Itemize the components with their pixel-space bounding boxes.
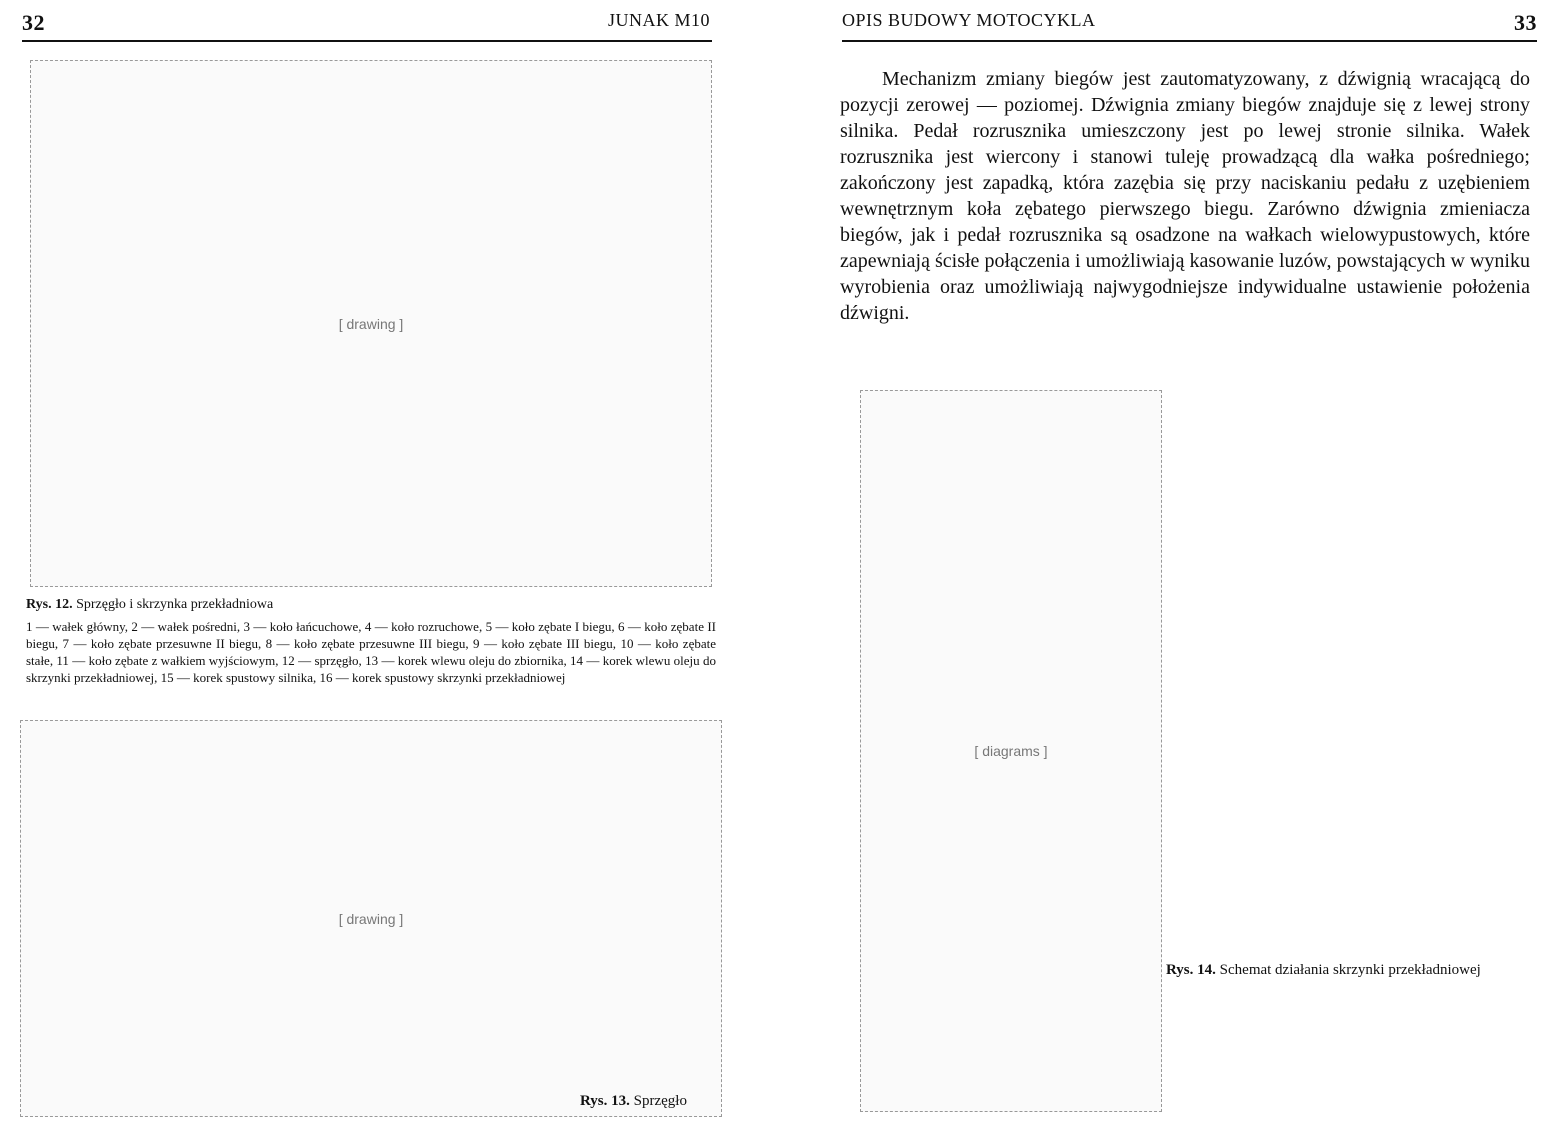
- running-head: OPIS BUDOWY MOTOCYKLA: [842, 10, 1096, 30]
- fig13-caption: Rys. 13. Sprzęgło: [580, 1092, 687, 1110]
- header-rule: [22, 40, 712, 42]
- fig12-legend: 1 — wałek główny, 2 — wałek pośredni, 3 …: [26, 619, 716, 685]
- left-page: 32 JUNAK M10 [ drawing ] Rys. 12. Sprzęg…: [20, 10, 722, 1117]
- page-number: 32: [22, 10, 45, 35]
- fig14-caption: Rys. 14. Schemat działania skrzynki prze…: [1166, 960, 1526, 980]
- header-rule: [842, 40, 1537, 42]
- fig13-label: Rys. 13.: [580, 1093, 630, 1109]
- fig14-label: Rys. 14.: [1166, 962, 1216, 978]
- page-number: 33: [1514, 10, 1537, 35]
- clutch-exploded-drawing: [ drawing ]: [20, 720, 722, 1117]
- fig12-caption: Rys. 12. Sprzęgło i skrzynka przekładnio…: [26, 596, 716, 614]
- fig12-title: Sprzęgło i skrzynka przekładniowa: [76, 597, 274, 612]
- body-text: Mechanizm zmiany biegów jest zautomatyzo…: [840, 68, 1530, 324]
- gearbox-cross-section-drawing: [ drawing ]: [30, 60, 712, 587]
- fig14-title: Schemat działania skrzynki przekładniowe…: [1219, 962, 1481, 978]
- fig12-label: Rys. 12.: [26, 597, 73, 612]
- right-page: OPIS BUDOWY MOTOCYKLA 33 Mechanizm zmian…: [780, 0, 1559, 1127]
- gear-shift-schematics: [ diagrams ]: [860, 390, 1162, 1112]
- fig13-title: Sprzęgło: [633, 1093, 687, 1109]
- running-head: JUNAK M10: [607, 10, 710, 30]
